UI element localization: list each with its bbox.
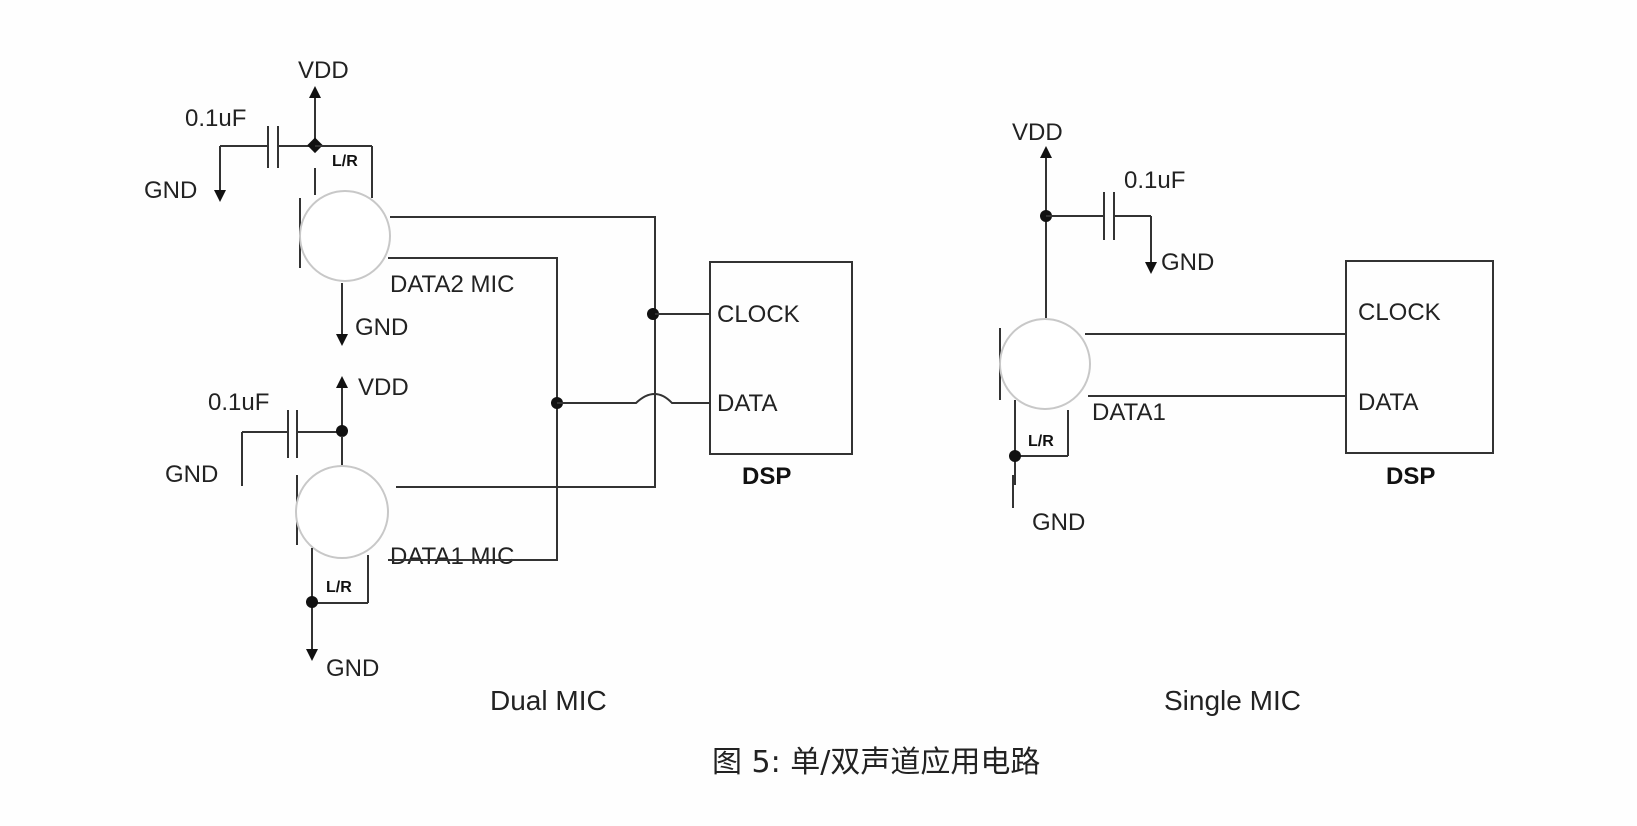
dsp-box <box>709 261 853 455</box>
gnd-label: GND <box>326 655 379 682</box>
capacitor-label: 0.1uF <box>208 389 269 416</box>
junction-dot <box>336 425 348 437</box>
lr-label: L/R <box>1028 433 1054 450</box>
capacitor-label: 0.1uF <box>1124 167 1185 194</box>
dsp-label: DSP <box>742 463 791 490</box>
vdd-label: VDD <box>358 374 409 401</box>
junction-dot <box>306 596 318 608</box>
gnd-label: GND <box>165 461 218 488</box>
microphone-icon <box>295 465 389 559</box>
microphone-icon <box>299 190 391 282</box>
data2-mic-section: VDD 0.1uF GND L/R GND DATA2 MIC <box>144 57 514 346</box>
data-pin-label: DATA <box>1358 389 1418 416</box>
vdd-label: VDD <box>1012 119 1063 146</box>
single-mic-title: Single MIC <box>1164 685 1301 716</box>
dual-dsp-block: CLOCK DATA DSP <box>709 261 853 490</box>
data-pin-label: DATA <box>717 390 777 417</box>
mic-label: DATA1 MIC <box>390 543 514 570</box>
capacitor-label: 0.1uF <box>185 105 246 132</box>
vdd-label: VDD <box>298 57 349 84</box>
clock-wire <box>390 216 656 488</box>
lr-label: L/R <box>326 579 352 596</box>
gnd-label: GND <box>1032 509 1085 536</box>
mic-label: DATA1 <box>1092 399 1166 426</box>
dsp-label: DSP <box>1386 463 1435 490</box>
lr-label: L/R <box>332 153 358 170</box>
dual-bus-wires <box>388 216 710 561</box>
data-wire <box>388 257 558 561</box>
mic-label: DATA2 MIC <box>390 271 514 298</box>
single-mic-circuit: VDD 0.1uF GND DATA1 L/R GND CLOCK DATA D… <box>999 119 1494 716</box>
microphone-icon <box>999 318 1091 410</box>
clock-pin-label: CLOCK <box>717 301 800 328</box>
dsp-box <box>1345 260 1494 454</box>
clock-pin-label: CLOCK <box>1358 299 1441 326</box>
gnd-label: GND <box>355 314 408 341</box>
gnd-label: GND <box>144 177 197 204</box>
data-to-dsp-wire <box>557 393 710 404</box>
figure-caption: 图 5: 单/双声道应用电路 <box>712 745 1040 780</box>
dual-mic-circuit: VDD 0.1uF GND L/R GND DATA2 MIC VDD <box>144 57 853 716</box>
junction-dot <box>1009 450 1021 462</box>
junction-dot <box>647 308 659 320</box>
dual-mic-title: Dual MIC <box>490 685 607 716</box>
single-dsp-block: CLOCK DATA DSP <box>1345 260 1494 490</box>
gnd-label: GND <box>1161 249 1214 276</box>
data1-mic-section: VDD 0.1uF GND L/R GND DATA1 MIC <box>165 374 514 682</box>
